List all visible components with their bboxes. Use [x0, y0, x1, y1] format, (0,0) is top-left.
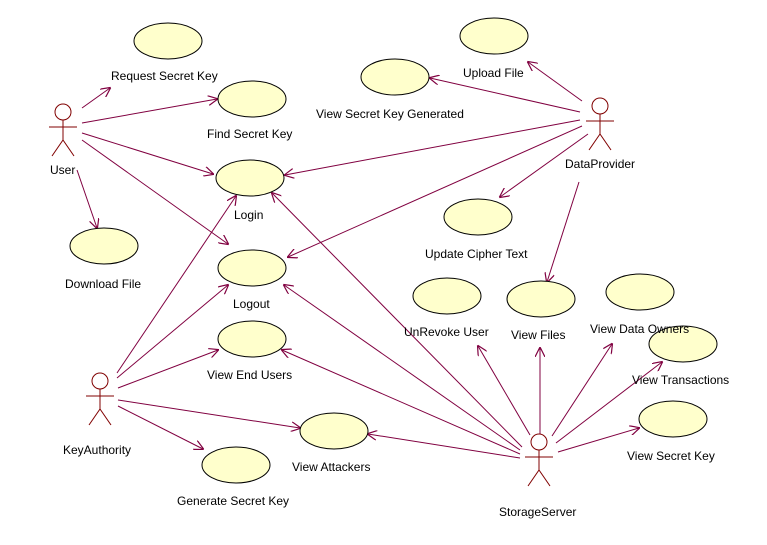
- label-find-secret-key: Find Secret Key: [207, 127, 292, 141]
- usecase-view-attackers[interactable]: [299, 412, 369, 450]
- assoc-user-request-secret-key: [81, 88, 110, 109]
- actor-dataprovider[interactable]: [586, 97, 614, 151]
- assoc-storageserver-view-transactions: [555, 362, 662, 444]
- usecase-unrevoke-user[interactable]: [412, 277, 482, 315]
- usecase-view-secret-key-generated[interactable]: [360, 58, 430, 96]
- usecase-download-file[interactable]: [69, 227, 139, 265]
- usecase-view-end-users[interactable]: [217, 320, 287, 358]
- assoc-keyauthority-login: [116, 196, 236, 374]
- label-view-transactions: View Transactions: [632, 373, 729, 387]
- assoc-dataprovider-login: [285, 119, 581, 175]
- label-view-end-users: View End Users: [207, 368, 292, 382]
- label-view-secret-key: View Secret Key: [627, 449, 715, 463]
- assoc-keyauthority-logout: [116, 285, 228, 379]
- label-actor-dataprovider: DataProvider: [565, 157, 635, 171]
- assoc-user-login: [81, 132, 213, 174]
- usecase-login[interactable]: [215, 159, 285, 197]
- assoc-keyauthority-generate-secret-key: [117, 405, 203, 449]
- usecase-view-files[interactable]: [506, 280, 576, 318]
- usecase-generate-secret-key[interactable]: [201, 446, 271, 484]
- usecase-view-secret-key[interactable]: [638, 400, 708, 438]
- usecase-upload-file[interactable]: [459, 17, 529, 55]
- usecase-view-data-owners[interactable]: [605, 273, 675, 311]
- assoc-dataprovider-upload-file: [528, 62, 583, 102]
- label-request-secret-key: Request Secret Key: [111, 69, 218, 83]
- assoc-keyauthority-view-attackers: [117, 399, 300, 428]
- assoc-storageserver-logout: [284, 285, 521, 451]
- assoc-dataprovider-view-files: [547, 181, 580, 282]
- assoc-storageserver-view-data-owners: [551, 344, 612, 437]
- assoc-storageserver-view-end-users: [282, 350, 521, 455]
- assoc-dataprovider-logout: [288, 125, 583, 257]
- label-view-files: View Files: [511, 328, 565, 342]
- label-login: Login: [234, 208, 263, 222]
- associations: [76, 62, 662, 459]
- assoc-storageserver-view-secret-key: [557, 428, 639, 453]
- usecase-logout[interactable]: [217, 249, 287, 287]
- label-unrevoke-user: UnRevoke User: [404, 325, 489, 339]
- assoc-storageserver-login: [272, 193, 523, 448]
- label-view-secret-key-generated: View Secret Key Generated: [316, 107, 464, 121]
- label-download-file: Download File: [65, 277, 141, 291]
- assoc-user-find-secret-key: [81, 99, 217, 124]
- label-generate-secret-key: Generate Secret Key: [177, 494, 289, 508]
- actor-user[interactable]: [49, 103, 77, 157]
- assoc-user-logout: [81, 139, 228, 244]
- usecase-request-secret-key[interactable]: [133, 22, 203, 60]
- label-actor-user: User: [50, 163, 75, 177]
- actor-storageserver[interactable]: [525, 433, 553, 487]
- assoc-storageserver-view-attackers: [368, 434, 521, 459]
- label-view-attackers: View Attackers: [292, 460, 370, 474]
- assoc-keyauthority-view-end-users: [117, 350, 218, 389]
- usecase-find-secret-key[interactable]: [217, 80, 287, 118]
- label-logout: Logout: [233, 297, 270, 311]
- assoc-dataprovider-update-cipher-text: [500, 133, 589, 197]
- label-view-data-owners: View Data Owners: [590, 322, 689, 336]
- label-update-cipher-text: Update Cipher Text: [425, 247, 528, 261]
- actor-keyauthority[interactable]: [86, 372, 114, 426]
- usecase-update-cipher-text[interactable]: [443, 198, 513, 236]
- label-actor-keyauthority: KeyAuthority: [63, 443, 131, 457]
- assoc-storageserver-unrevoke-user: [478, 346, 531, 436]
- usecase-view-transactions[interactable]: [648, 325, 718, 363]
- assoc-dataprovider-view-secret-key-generated: [430, 78, 581, 113]
- assoc-user-download-file: [76, 169, 97, 228]
- label-actor-storageserver: StorageServer: [499, 505, 576, 519]
- label-upload-file: Upload File: [463, 66, 524, 80]
